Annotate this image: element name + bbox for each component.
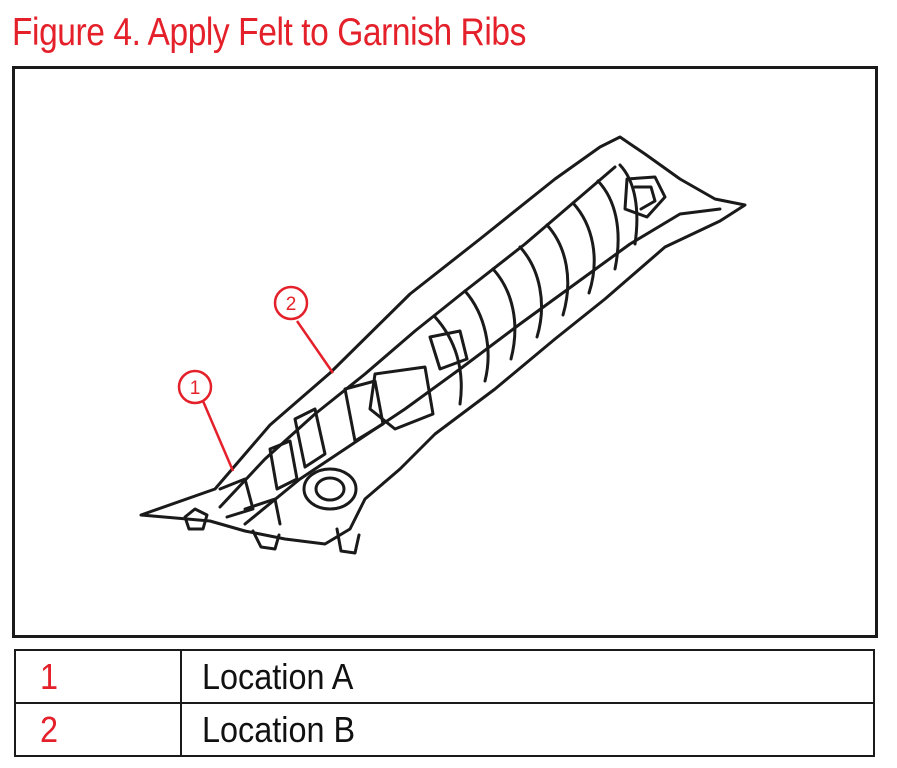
callout-circle-2 xyxy=(273,285,309,321)
legend-number: 2 xyxy=(40,708,59,750)
callout-number-1: 1 xyxy=(190,378,201,399)
legend-row: 2 Location B xyxy=(14,702,875,757)
leader-line-1 xyxy=(201,400,235,472)
figure-title: Figure 4. Apply Felt to Garnish Ribs xyxy=(12,11,526,54)
legend-label: Location B xyxy=(202,708,356,750)
leader-line-2 xyxy=(295,320,335,374)
callout-number-2: 2 xyxy=(286,294,297,315)
legend-number: 1 xyxy=(40,655,59,697)
figure-frame: 2 1 xyxy=(12,66,878,638)
callout-circle-1 xyxy=(177,369,213,405)
garnish-outline xyxy=(139,135,747,546)
legend-label: Location A xyxy=(202,655,354,697)
garnish-illustration: 2 1 xyxy=(139,135,747,555)
callout-legend: 1 Location A 2 Location B xyxy=(14,649,875,757)
legend-row: 1 Location A xyxy=(14,649,875,704)
